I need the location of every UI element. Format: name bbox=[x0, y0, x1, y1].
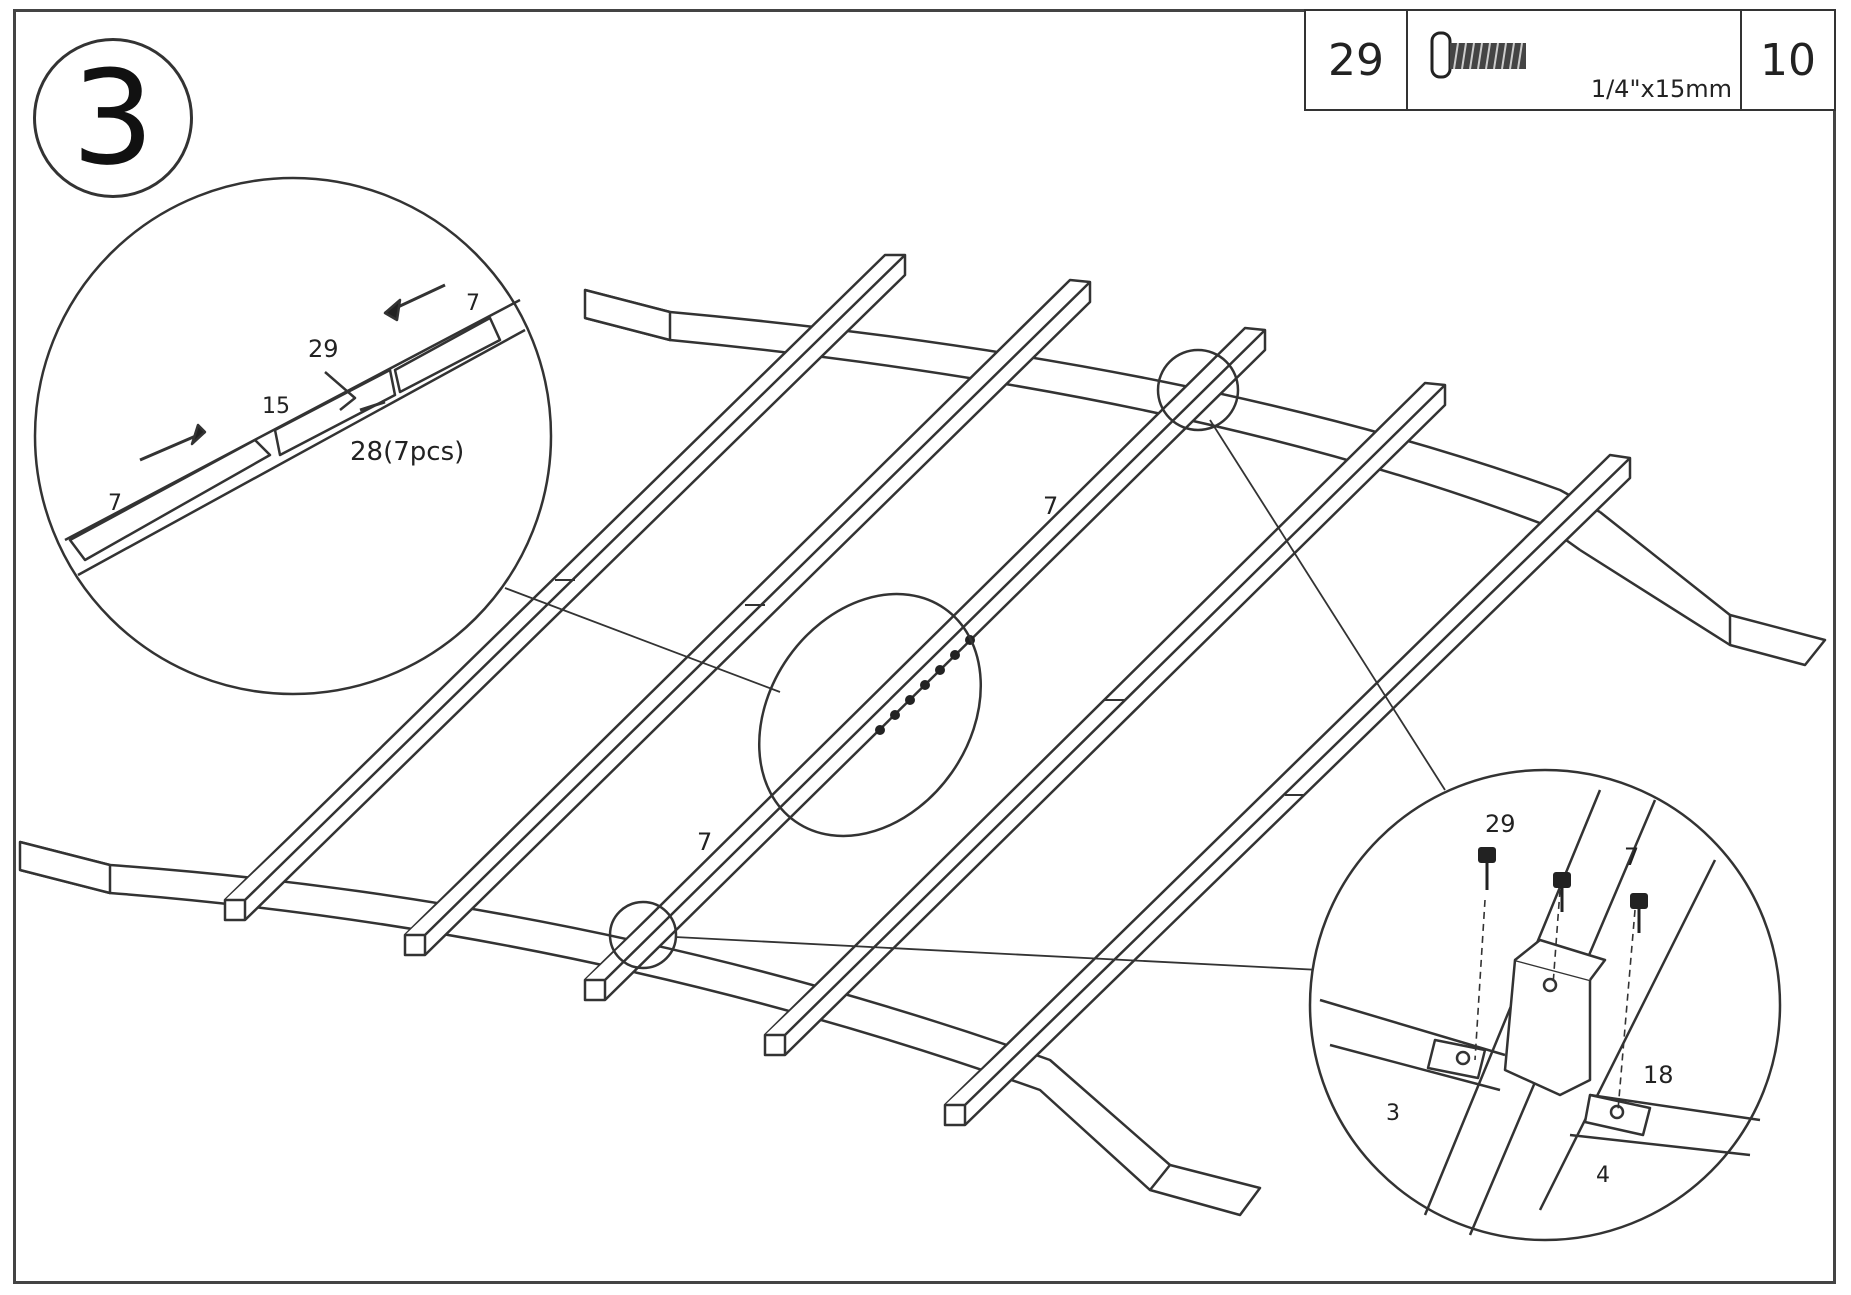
left-label-15: 15 bbox=[262, 394, 290, 419]
hardware-size: 1/4"x15mm bbox=[1590, 75, 1732, 103]
slat-3 bbox=[583, 326, 1267, 1002]
slat-1 bbox=[223, 253, 907, 922]
slat-4 bbox=[763, 381, 1447, 1057]
step-number-badge: 3 bbox=[33, 38, 193, 198]
drawing-frame bbox=[13, 9, 1836, 1284]
hardware-picture-cell: 1/4"x15mm bbox=[1406, 9, 1742, 111]
slat-label-bottom: 7 bbox=[697, 828, 712, 856]
slats bbox=[223, 253, 1632, 1127]
hardware-part-number: 29 bbox=[1304, 9, 1408, 111]
left-label-7b: 7 bbox=[466, 291, 480, 316]
bottom-joint-marker bbox=[608, 900, 678, 970]
front-rail bbox=[18, 840, 1262, 1217]
leader-lines bbox=[504, 419, 1446, 971]
slat-joints bbox=[555, 579, 1305, 796]
right-label-18: 18 bbox=[1643, 1061, 1674, 1089]
left-label-7a: 7 bbox=[108, 491, 122, 516]
center-detail-marker bbox=[757, 592, 983, 838]
slat-5 bbox=[943, 453, 1632, 1127]
detail-circle-right bbox=[1308, 768, 1782, 1242]
hardware-table: 29 1/4"x15mm 10 bbox=[1304, 9, 1836, 111]
top-joint-marker bbox=[1156, 348, 1240, 432]
detail-circle-left bbox=[33, 176, 553, 696]
bolt-icon bbox=[1430, 31, 1526, 79]
left-label-28: 28(7pcs) bbox=[350, 437, 464, 467]
right-label-3: 3 bbox=[1386, 1101, 1400, 1126]
right-label-7: 7 bbox=[1624, 843, 1639, 871]
hardware-quantity: 10 bbox=[1740, 9, 1836, 111]
slat-label-top: 7 bbox=[1043, 492, 1058, 520]
right-label-4: 4 bbox=[1596, 1163, 1610, 1188]
slat-2 bbox=[403, 278, 1092, 957]
right-label-29: 29 bbox=[1485, 810, 1516, 838]
left-label-29: 29 bbox=[308, 335, 339, 363]
